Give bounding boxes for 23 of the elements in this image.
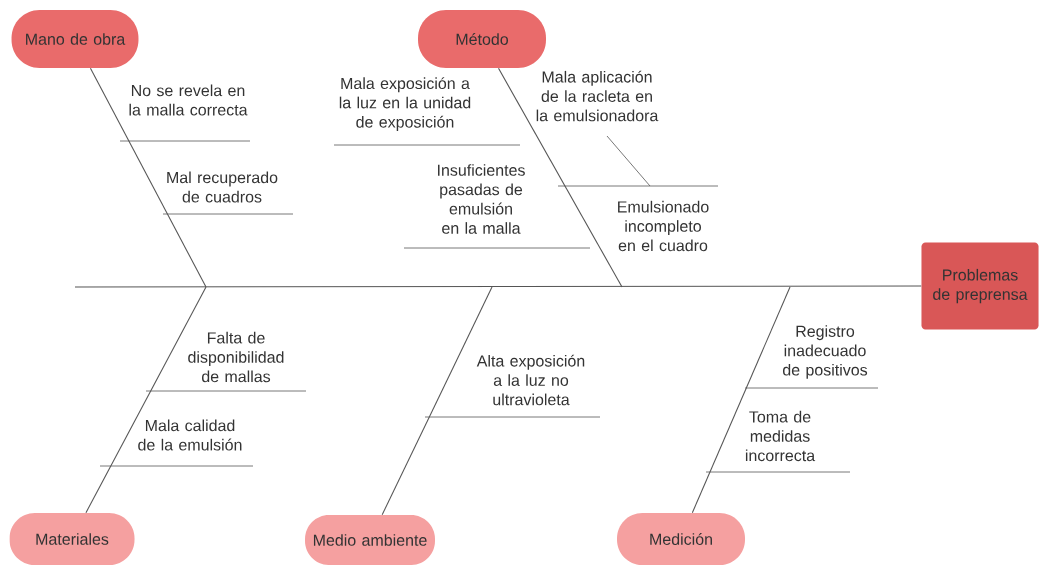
cause-text: No se revela en la malla correcta xyxy=(129,84,248,116)
category-pill: Medio ambiente xyxy=(305,515,435,565)
category-pill: Medición xyxy=(617,513,745,565)
cause-text: Registro inadecuado de positivos xyxy=(783,325,868,379)
category-bone xyxy=(85,286,207,514)
category-bone xyxy=(381,286,493,516)
effect-box: Problemas de preprensa xyxy=(921,242,1039,330)
cause-text: Toma de medidas incorrecta xyxy=(745,410,816,462)
cause-text: Mala calidad de la emulsión xyxy=(138,419,242,451)
category-bone xyxy=(497,67,623,288)
category-pill: Materiales xyxy=(9,513,135,565)
category-pill: Mano de obra xyxy=(11,10,139,68)
cause-text: Insuficientes pasadas de emulsión en la malla xyxy=(438,164,525,234)
cause-text: Mala exposición a la luz en la unidad de exposición xyxy=(339,77,471,131)
category-bone xyxy=(89,67,207,288)
cause-text: Mala aplicación de la racleta en la emulsionadora xyxy=(536,70,659,122)
category-bone xyxy=(691,286,791,514)
category-pill: Método xyxy=(418,10,546,68)
cause-text: Falta de disponibilidad de mallas xyxy=(188,331,284,383)
cause-text: Emulsionado incompleto en el cuadro xyxy=(618,200,709,252)
cause-text: Mal recuperado de cuadros xyxy=(167,171,278,203)
spine-line xyxy=(74,285,922,288)
cause-text: Alta exposición a la luz no ultravioleta xyxy=(476,354,585,406)
